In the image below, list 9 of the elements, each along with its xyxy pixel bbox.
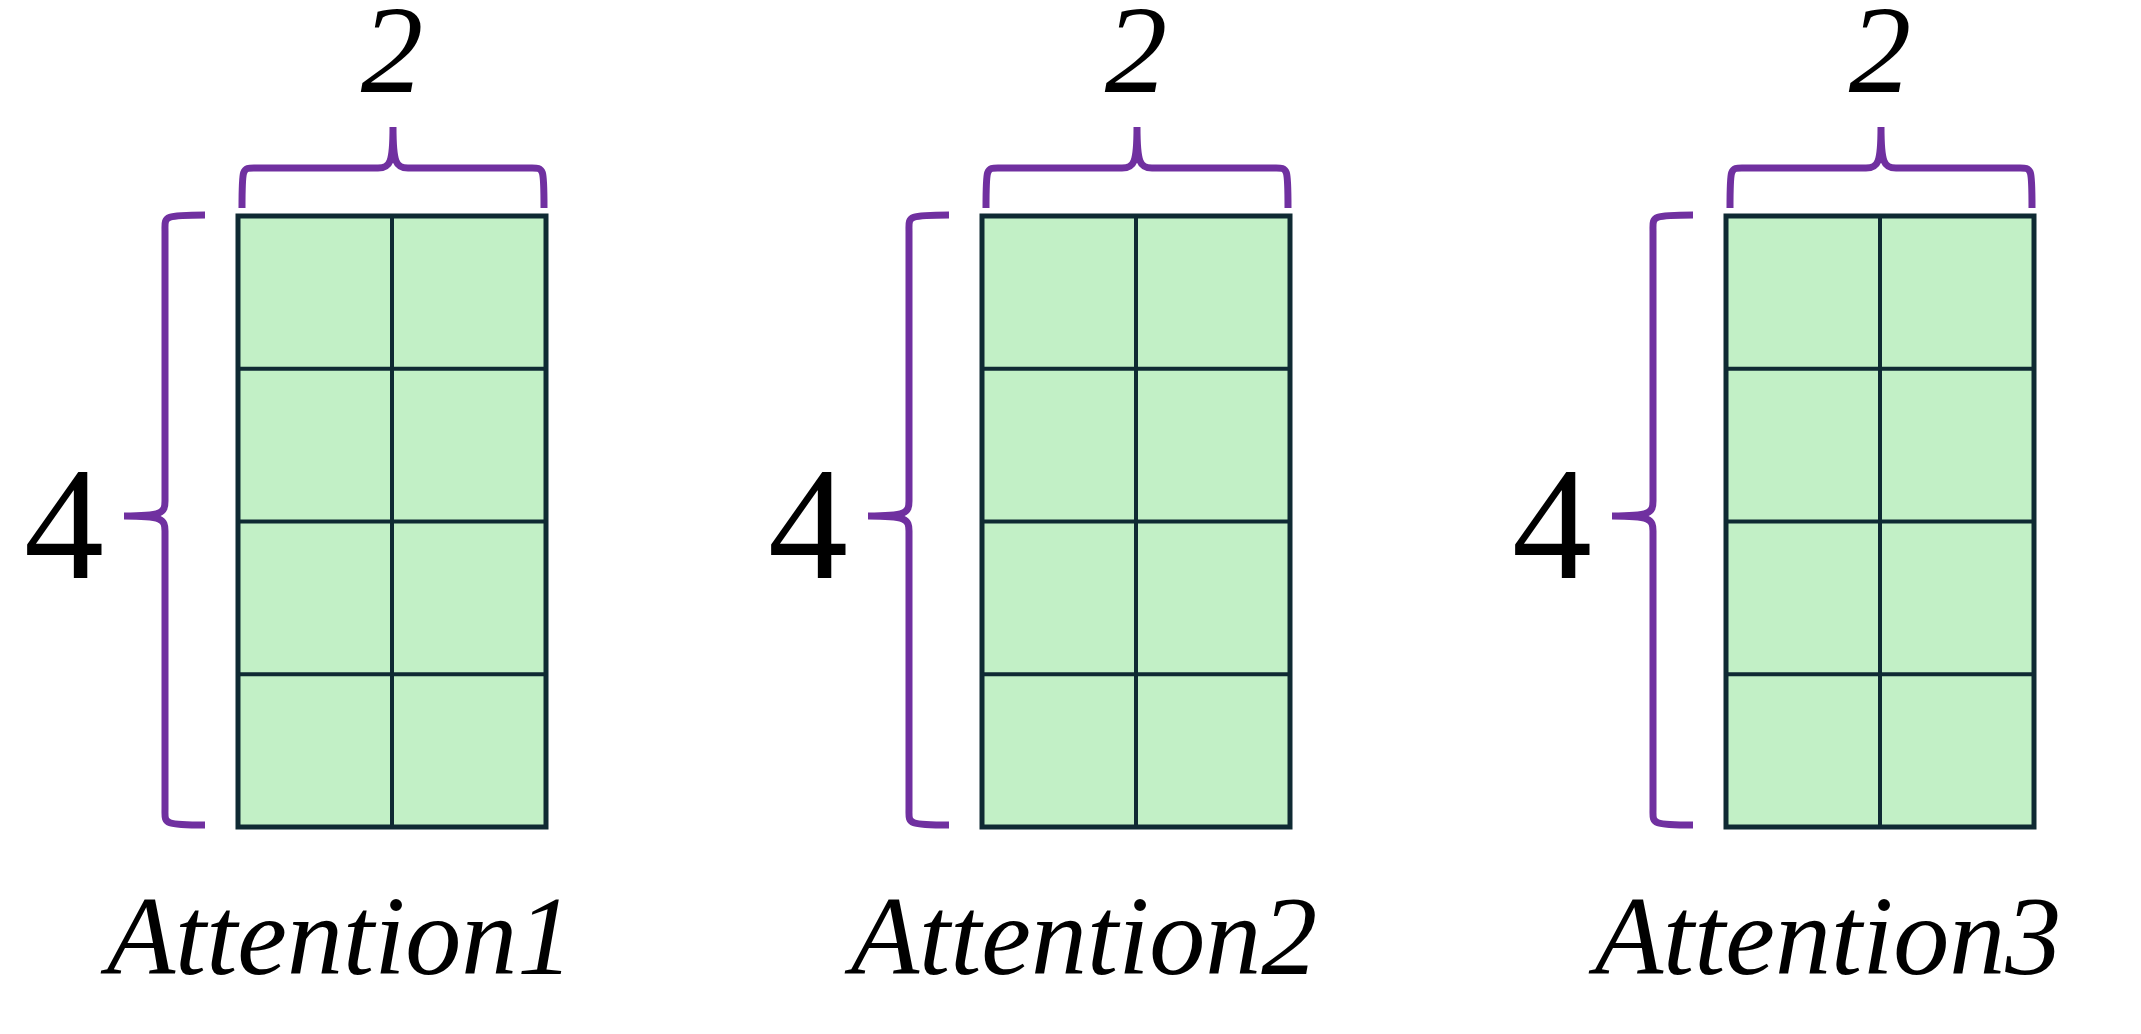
matrix-caption: Attention1: [60, 880, 620, 992]
dimension-label: 2: [359, 0, 425, 113]
dimension-label: 2: [1847, 0, 1913, 113]
dimension-label: 4: [768, 444, 848, 604]
matrix-caption: Attention3: [1548, 880, 2108, 992]
dimension-label: 4: [1512, 444, 1592, 604]
dimension-label: 2: [1103, 0, 1169, 113]
dimension-label: 4: [24, 444, 104, 604]
matrix-caption: Attention2: [804, 880, 1364, 992]
